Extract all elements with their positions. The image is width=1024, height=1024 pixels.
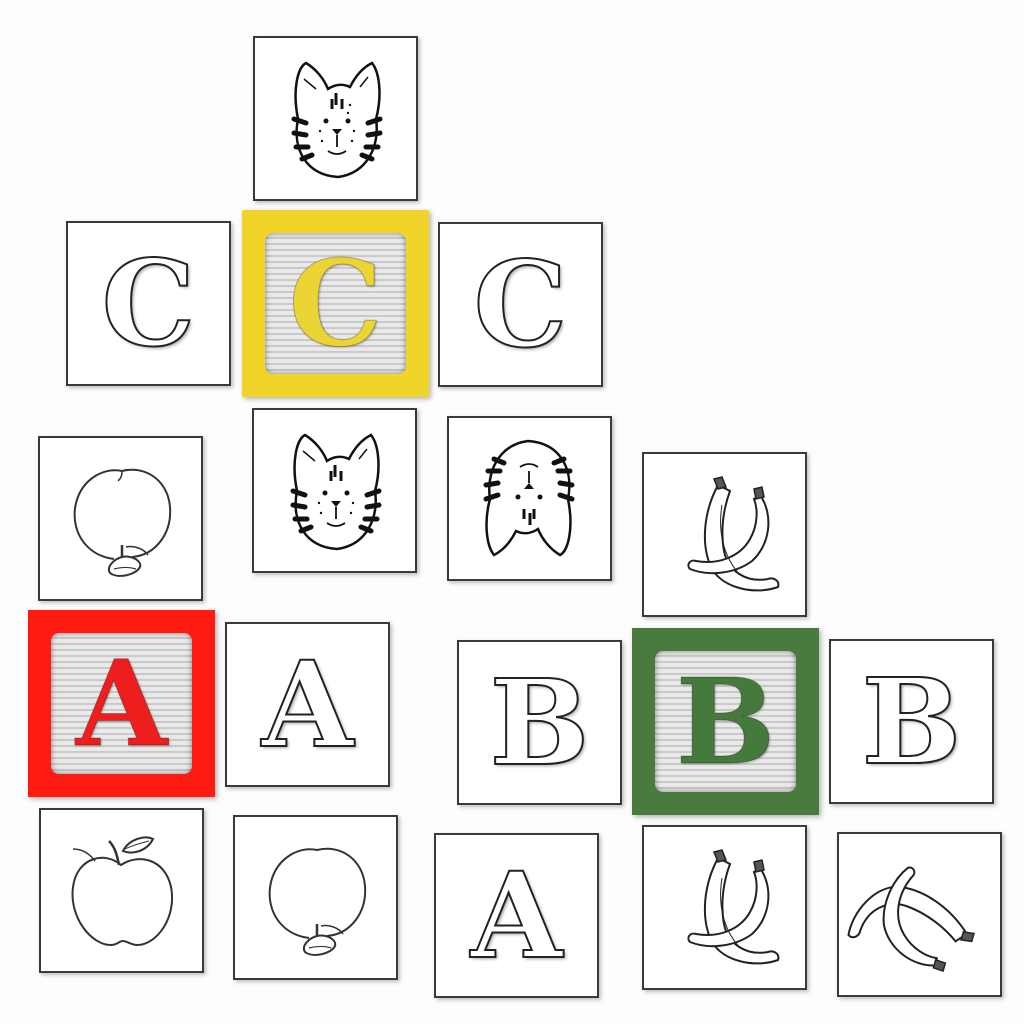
tile-cat-top[interactable] bbox=[253, 36, 418, 201]
tile-banana-1[interactable] bbox=[642, 452, 807, 617]
tile-apple-core-2[interactable] bbox=[233, 815, 398, 980]
tile-letter: A bbox=[470, 845, 564, 985]
apple-core-icon bbox=[73, 468, 171, 577]
cat-upside-down-icon bbox=[483, 439, 574, 557]
tile-letter-b-1[interactable]: B bbox=[457, 640, 622, 805]
tile-inner-panel: B bbox=[655, 651, 796, 792]
tile-inner-panel: C bbox=[265, 233, 406, 374]
cat-icon bbox=[290, 432, 381, 550]
tile-letter-b-selected[interactable]: B bbox=[632, 628, 819, 815]
tile-letter: B bbox=[675, 651, 776, 791]
tile-cat-upside-down[interactable] bbox=[447, 416, 612, 581]
tile-letter: B bbox=[489, 652, 591, 792]
tile-letter-a-selected[interactable]: A bbox=[28, 610, 215, 797]
tile-letter: A bbox=[75, 633, 168, 773]
tile-letter: C bbox=[101, 233, 197, 373]
tile-letter-c-selected[interactable]: C bbox=[242, 210, 429, 397]
tile-letter-c-1[interactable]: C bbox=[66, 221, 231, 386]
banana-rotated-icon bbox=[846, 865, 975, 972]
banana-icon bbox=[686, 475, 779, 591]
tile-banana-rotated[interactable] bbox=[837, 832, 1002, 997]
cat-icon bbox=[291, 60, 382, 178]
apple-core-icon bbox=[268, 847, 366, 956]
tile-letter: C bbox=[473, 234, 569, 374]
tile-letter: B bbox=[861, 651, 963, 791]
tile-letter-b-3[interactable]: B bbox=[829, 639, 994, 804]
tile-letter-a-2[interactable]: A bbox=[225, 622, 390, 787]
tile-letter-c-3[interactable]: C bbox=[438, 222, 603, 387]
tile-apple-core-1[interactable] bbox=[38, 436, 203, 601]
tile-apple[interactable] bbox=[39, 808, 204, 973]
tile-letter: A bbox=[261, 634, 355, 774]
tile-banana-2[interactable] bbox=[642, 825, 807, 990]
tile-cat-middle[interactable] bbox=[252, 408, 417, 573]
banana-icon bbox=[686, 848, 779, 964]
tile-letter-a-3[interactable]: A bbox=[434, 833, 599, 998]
tile-inner-panel: A bbox=[51, 633, 192, 774]
apple-icon bbox=[71, 836, 173, 946]
tile-letter: C bbox=[288, 233, 383, 373]
